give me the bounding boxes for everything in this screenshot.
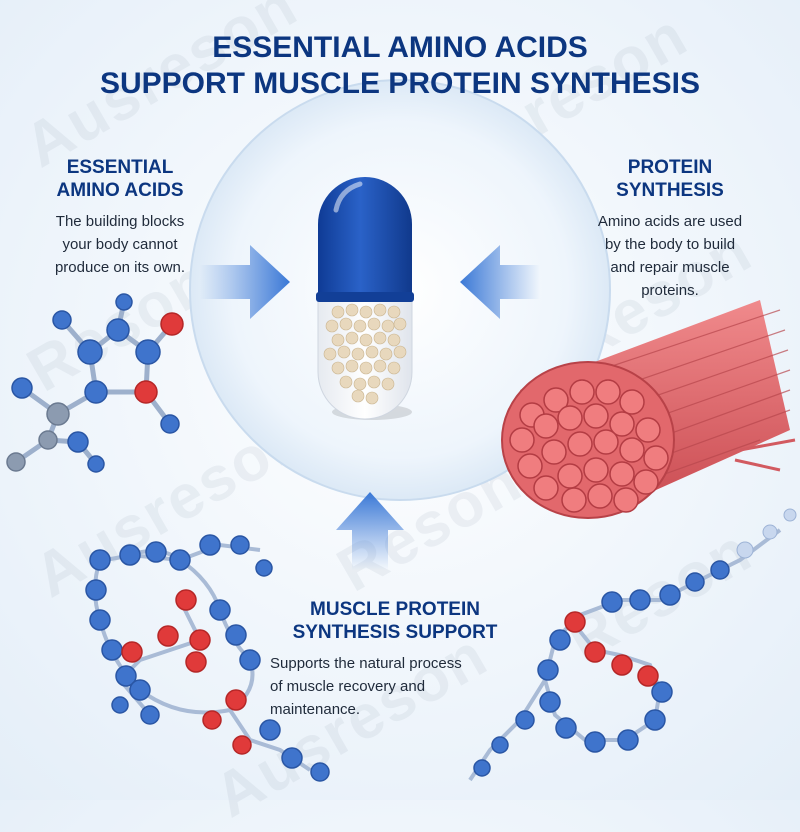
heading-line: PROTEIN: [627, 157, 713, 178]
block-description: Supports the natural process of muscle r…: [270, 652, 530, 721]
capsule-icon: [316, 177, 414, 420]
arrow-right-icon: [200, 245, 290, 319]
description-line: produce on its own.: [54, 259, 186, 276]
description-line: of muscle recovery and: [270, 678, 426, 695]
heading-line: AMINO ACIDS: [56, 180, 184, 201]
page-title: ESSENTIAL AMINO ACIDS SUPPORT MUSCLE PRO…: [0, 30, 800, 102]
title-line-2: SUPPORT MUSCLE PROTEIN SYNTHESIS: [99, 67, 701, 100]
description-line: Supports the natural process: [270, 655, 462, 672]
title-line-1: ESSENTIAL AMINO ACIDS: [212, 31, 588, 64]
molecule-icon: [85, 534, 330, 782]
description-line: maintenance.: [270, 701, 361, 718]
block-description: Amino acids are used by the body to buil…: [560, 210, 780, 302]
arrow-up-icon: [336, 492, 404, 570]
muscle-protein-synthesis-support-block: MUSCLE PROTEIN SYNTHESIS SUPPORT Support…: [260, 598, 530, 721]
heading-line: ESSENTIAL: [66, 157, 174, 178]
description-line: and repair muscle: [610, 259, 730, 276]
description-line: Amino acids are used: [597, 213, 743, 230]
heading-line: SYNTHESIS SUPPORT: [292, 622, 498, 643]
block-heading: ESSENTIAL AMINO ACIDS: [20, 156, 220, 202]
arrow-left-icon: [460, 245, 540, 319]
essential-amino-acids-block: ESSENTIAL AMINO ACIDS The building block…: [20, 156, 220, 279]
illustration: [6, 79, 797, 782]
heading-line: SYNTHESIS: [616, 180, 724, 201]
block-heading: PROTEIN SYNTHESIS: [560, 156, 780, 202]
block-description: The building blocks your body cannot pro…: [20, 210, 220, 279]
molecule-icon: [468, 508, 797, 782]
description-line: proteins.: [641, 282, 699, 299]
molecule-icon: [6, 293, 184, 473]
muscle-fiber-icon: [501, 300, 796, 519]
protein-synthesis-block: PROTEIN SYNTHESIS Amino acids are used b…: [560, 156, 780, 302]
block-heading: MUSCLE PROTEIN SYNTHESIS SUPPORT: [260, 598, 530, 644]
description-line: your body cannot: [62, 236, 178, 253]
heading-line: MUSCLE PROTEIN: [310, 599, 480, 620]
description-line: by the body to build: [604, 236, 736, 253]
description-line: The building blocks: [55, 213, 185, 230]
